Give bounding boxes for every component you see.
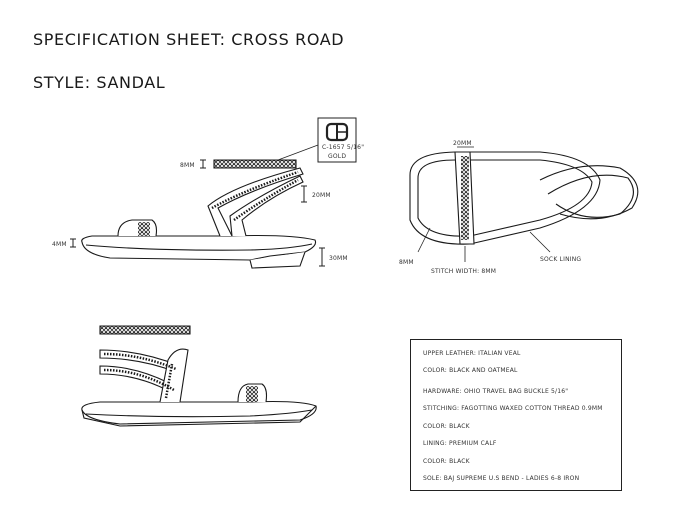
top-view-sandal bbox=[409, 151, 639, 245]
spec-lining: LINING: PREMIUM CALF bbox=[423, 440, 497, 447]
spec-sole: SOLE: BAJ SUPREME U.S BEND - LADIES 6-8 … bbox=[423, 475, 580, 482]
top-view-leaders bbox=[417, 146, 551, 262]
spec-upper-color: COLOR: BLACK AND OATMEAL bbox=[423, 367, 518, 374]
dim-heel: 30MM bbox=[329, 255, 348, 262]
dim-side: 8MM bbox=[399, 259, 414, 266]
dimension-markers bbox=[70, 159, 325, 267]
spec-lining-color: COLOR: BLACK bbox=[423, 458, 470, 465]
spec-upper-leather: UPPER LEATHER: ITALIAN VEAL bbox=[423, 350, 521, 357]
specification-box: UPPER LEATHER: ITALIAN VEAL COLOR: BLACK… bbox=[410, 339, 622, 491]
buckle-code-label: C-1657 5/16" bbox=[322, 144, 364, 151]
spec-hardware: HARDWARE: OHIO TRAVEL BAG BUCKLE 5/16" bbox=[423, 388, 569, 395]
style-label: STYLE: SANDAL bbox=[33, 73, 166, 92]
sock-lining-label: SOCK LINING bbox=[540, 256, 581, 263]
side-view-sandal-alt bbox=[81, 325, 317, 427]
dim-sole: 4MM bbox=[52, 241, 67, 248]
side-view-sandal bbox=[81, 159, 317, 269]
stitch-width-label: STITCH WIDTH: 8MM bbox=[431, 268, 496, 275]
dim-strap-mid: 20MM bbox=[312, 192, 331, 199]
dim-strap-top: 8MM bbox=[180, 162, 195, 169]
page-title: SPECIFICATION SHEET: CROSS ROAD bbox=[33, 30, 345, 49]
spec-stitching-color: COLOR: BLACK bbox=[423, 423, 470, 430]
dim-top-strap: 20MM bbox=[453, 140, 472, 147]
buckle-color-label: GOLD bbox=[328, 153, 346, 160]
spec-stitching: STITCHING: FAGOTTING WAXED COTTON THREAD… bbox=[423, 405, 603, 412]
buckle-swatch bbox=[277, 117, 357, 163]
